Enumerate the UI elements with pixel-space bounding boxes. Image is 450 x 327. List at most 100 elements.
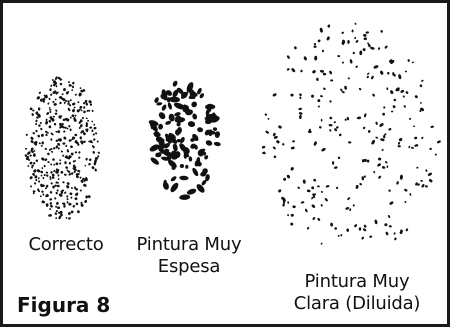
spray-dot-thin xyxy=(366,75,369,79)
spray-dot-thin xyxy=(347,77,350,80)
spray-dot-thin xyxy=(313,45,317,48)
spray-dot-correct xyxy=(52,158,55,161)
spray-dot-correct xyxy=(59,101,62,105)
spray-dot-thin xyxy=(319,27,323,33)
spray-dot-thick xyxy=(205,109,210,116)
spray-dot-correct xyxy=(29,185,33,188)
spray-dot-correct xyxy=(63,205,66,208)
spray-dot-thick xyxy=(155,136,162,143)
spray-dot-thin xyxy=(388,189,391,192)
spray-dot-correct xyxy=(51,173,55,177)
spray-dot-thick xyxy=(158,112,166,120)
spray-dot-correct xyxy=(54,212,58,215)
spray-dot-correct xyxy=(59,82,63,86)
spray-dot-correct xyxy=(37,134,40,138)
spray-dot-thin xyxy=(328,124,333,127)
spray-dot-correct xyxy=(55,191,58,195)
spray-dot-correct xyxy=(68,108,71,112)
spray-dot-correct xyxy=(50,182,53,185)
spray-dot-thick xyxy=(168,113,175,122)
spray-dot-thick xyxy=(150,157,160,165)
spray-dot-thin xyxy=(407,59,410,62)
spray-dot-correct xyxy=(34,140,38,144)
spray-pattern-thick xyxy=(148,80,221,200)
spray-dot-thin xyxy=(337,234,340,237)
spray-dot-thin xyxy=(324,198,328,202)
spray-dot-thin xyxy=(414,136,418,140)
spray-dot-correct xyxy=(49,88,52,92)
spray-dot-correct xyxy=(79,108,81,111)
spray-dot-correct xyxy=(93,126,97,130)
spray-dot-correct xyxy=(97,151,100,154)
spray-dot-correct xyxy=(40,127,43,131)
label-thick-line2: Espesa xyxy=(157,256,221,277)
spray-dot-correct xyxy=(58,193,62,197)
spray-dot-correct xyxy=(89,140,93,143)
spray-dot-thin xyxy=(380,30,383,33)
spray-dot-thin xyxy=(393,232,396,235)
spray-dot-thick xyxy=(194,144,198,150)
spray-dot-correct xyxy=(65,216,68,219)
spray-dot-correct xyxy=(51,176,55,179)
spray-dot-correct xyxy=(97,155,100,158)
spray-dot-correct xyxy=(63,130,66,133)
spray-dot-thin xyxy=(342,61,344,64)
spray-dot-thin xyxy=(399,174,403,180)
spray-dot-thick xyxy=(174,112,181,117)
spray-dot-correct xyxy=(50,204,53,208)
spray-dot-correct xyxy=(57,206,61,210)
spray-dot-thin xyxy=(377,163,381,167)
spray-dot-correct xyxy=(45,193,49,197)
spray-dot-thin xyxy=(342,91,345,94)
spray-dot-correct xyxy=(71,138,74,141)
spray-dot-correct xyxy=(74,186,77,190)
spray-dot-correct xyxy=(74,151,78,154)
spray-dot-thin xyxy=(283,177,287,181)
spray-dot-thick xyxy=(170,182,179,193)
spray-dot-correct xyxy=(48,97,51,100)
spray-dot-correct xyxy=(61,93,64,96)
spray-dot-correct xyxy=(26,152,30,155)
spray-dot-thin xyxy=(390,110,394,113)
spray-dot-correct xyxy=(43,173,46,177)
spray-dot-correct xyxy=(55,139,58,142)
spray-dot-correct xyxy=(42,177,45,179)
spray-dot-thin xyxy=(369,235,373,238)
spray-dot-correct xyxy=(53,83,56,87)
spray-dot-correct xyxy=(78,151,81,154)
spray-dot-thin xyxy=(383,106,386,109)
spray-dot-thin xyxy=(416,166,419,169)
spray-dot-correct xyxy=(68,217,71,220)
spray-dot-thin xyxy=(290,146,295,150)
spray-dot-thin xyxy=(287,214,290,217)
spray-dot-correct xyxy=(43,94,46,97)
spray-dot-correct xyxy=(36,116,39,119)
spray-dot-thick xyxy=(172,143,177,148)
spray-dot-thin xyxy=(338,133,342,137)
spray-dot-thin xyxy=(300,69,303,73)
spray-dot-thin xyxy=(413,125,416,128)
label-thin-line2: Clara (Diluida) xyxy=(293,293,421,314)
spray-dot-thin xyxy=(377,157,382,161)
spray-dot-correct xyxy=(79,189,82,192)
spray-dot-correct xyxy=(51,150,54,153)
spray-dot-thin xyxy=(317,105,320,108)
spray-dot-correct xyxy=(57,178,60,181)
spray-dot-correct xyxy=(69,128,72,132)
spray-dot-correct xyxy=(63,88,66,92)
spray-dot-thick xyxy=(201,151,207,156)
spray-dot-correct xyxy=(66,127,69,130)
spray-dot-thin xyxy=(264,113,268,116)
spray-dot-correct xyxy=(36,169,41,173)
spray-dot-thin xyxy=(347,197,351,201)
spray-dot-thin xyxy=(307,226,310,230)
spray-dot-thin xyxy=(297,186,300,189)
spray-dot-thin xyxy=(312,195,316,199)
spray-dot-correct xyxy=(80,203,84,207)
spray-dot-thin xyxy=(408,145,411,149)
spray-dot-thin xyxy=(367,129,371,133)
spray-dot-thin xyxy=(340,234,343,237)
spray-dot-correct xyxy=(66,118,70,122)
spray-dot-correct xyxy=(75,188,79,191)
spray-dot-correct xyxy=(56,189,59,192)
